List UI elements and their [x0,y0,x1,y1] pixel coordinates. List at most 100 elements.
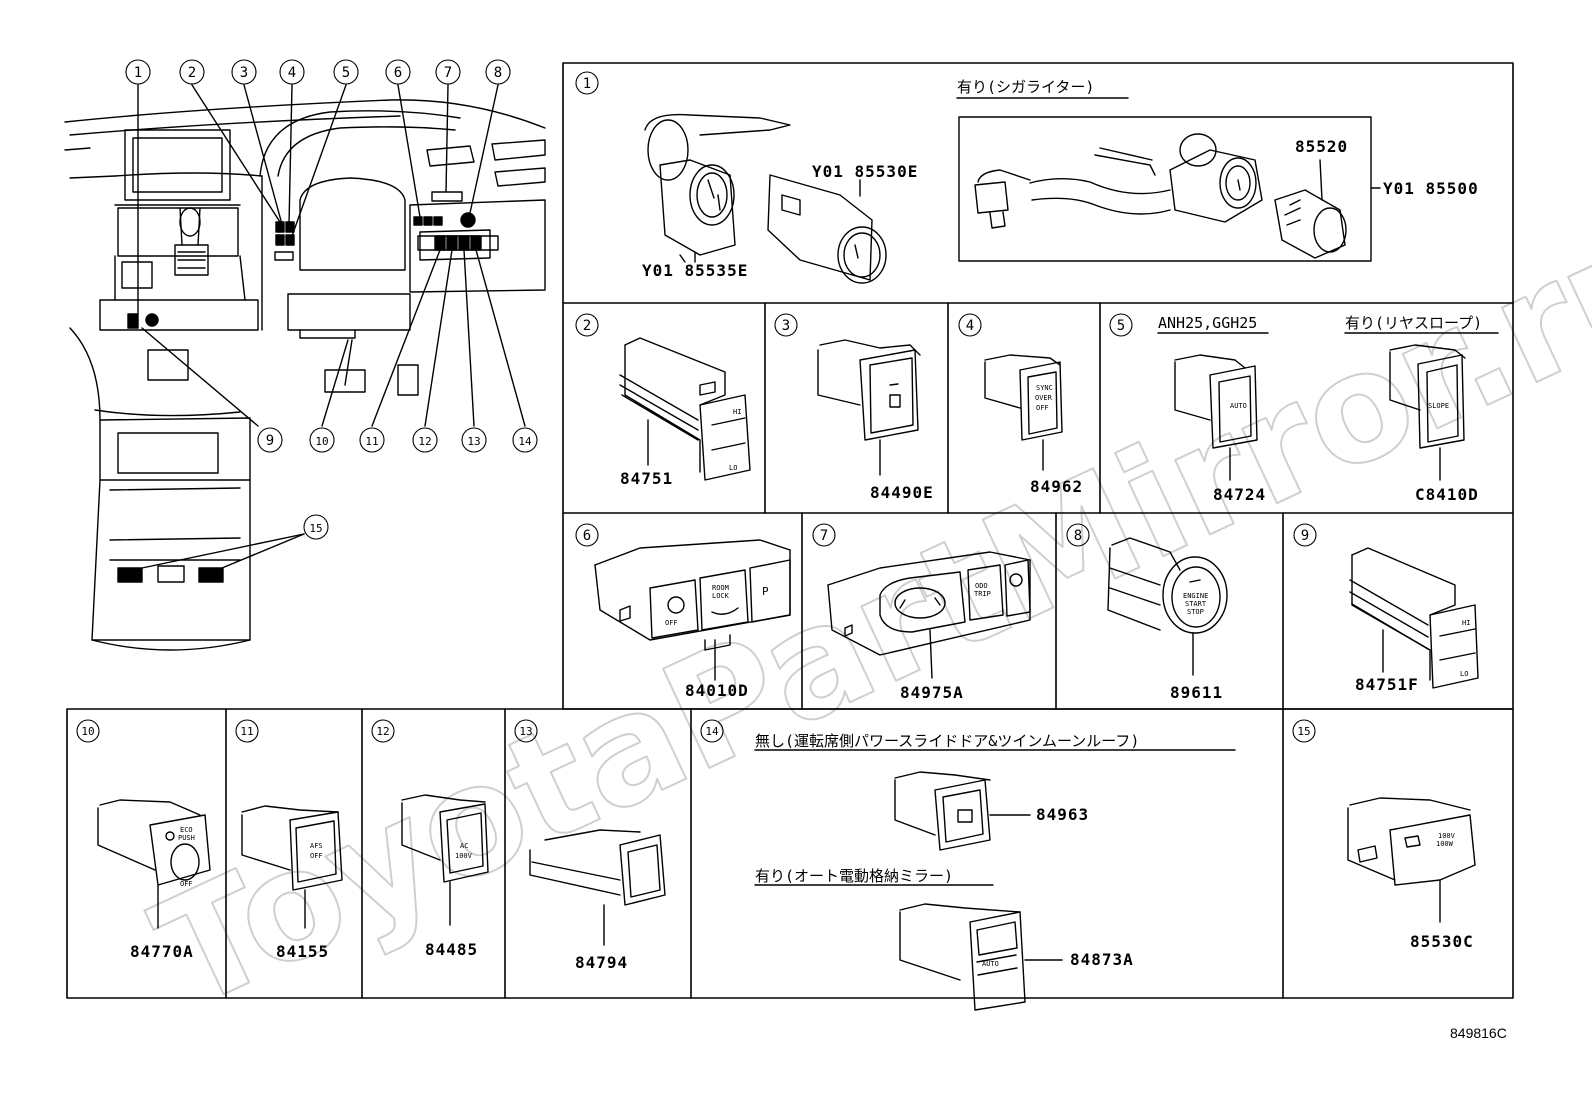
overview-callout-1: 1 [134,65,142,81]
part-84873a: 84873A [1070,950,1134,969]
panel-10-number: 10 [81,725,94,738]
panel-2-drawing [619,337,751,481]
panel-5-number: 5 [1117,318,1125,334]
part-84975a: 84975A [900,683,964,702]
panel-4-number: 4 [966,318,974,334]
panel-4-label-over: OVER [1035,394,1053,402]
panel-3-drawing [817,339,921,476]
part-85520: 85520 [1295,137,1348,156]
panel-12-label-ac: AC [460,842,468,850]
panel-10-label-push: PUSH [178,834,195,842]
overview-callout-5: 5 [342,65,350,81]
panel-2-number: 2 [583,318,591,334]
panel-5-label-auto: AUTO [1230,402,1247,410]
part-y01-85500: Y01 85500 [1383,179,1479,198]
panel-10-label-off: OFF [180,880,193,888]
part-85530c: 85530C [1410,932,1474,951]
panel-11-drawing [241,805,343,929]
panel-8-label-engine: ENGINE [1183,592,1208,600]
part-y01-85530e: Y01 85530E [812,162,918,181]
panel-11-number: 11 [240,725,253,738]
panel-9-label-hi: HI [1462,619,1470,627]
panel-13-drawing [529,829,666,946]
part-84794: 84794 [575,953,628,972]
overview-callout-11: 11 [365,435,378,448]
panel-7-drawing [827,551,1031,679]
panel-1-caption: 有り(シガライター) [957,78,1094,96]
panel-1-drawing [644,97,1381,284]
panel-8-number: 8 [1074,528,1082,544]
panel-8-label-stop: STOP [1187,608,1204,616]
panel-11-label-off: OFF [310,852,323,860]
panel-6-label-lock: LOCK [712,592,730,600]
part-y01-85535e: Y01 85535E [642,261,748,280]
overview-callout-7: 7 [444,65,452,81]
panel-grid [66,62,1514,999]
part-84155: 84155 [276,942,329,961]
diagram-code: 849816C [1450,1025,1507,1041]
panel-3-number: 3 [782,318,790,334]
panel-2-label-lo: LO [729,464,737,472]
panel-9-number: 9 [1301,528,1309,544]
overview-callout-10: 10 [315,435,328,448]
panel-6-drawing [594,539,791,681]
panel-5-caption-left: ANH25,GGH25 [1158,314,1257,332]
panel-13-number: 13 [519,725,532,738]
panel-9-drawing [1349,547,1479,689]
panel-14-label-auto: AUTO [982,960,999,968]
panel-4-drawing [984,354,1063,471]
panel-6-number: 6 [583,528,591,544]
part-84770a: 84770A [130,942,194,961]
overview-callout-12: 12 [418,435,431,448]
overview-callout-2: 2 [188,65,196,81]
panel-1-number: 1 [583,76,591,92]
panel-9-label-lo: LO [1460,670,1468,678]
panel-8-drawing [1107,537,1228,676]
part-84751: 84751 [620,469,673,488]
panel-14-number: 14 [705,725,719,738]
part-84724: 84724 [1213,485,1266,504]
overview-callout-3: 3 [240,65,248,81]
part-84490e: 84490E [870,483,934,502]
panel-12-label-100v: 100V [455,852,473,860]
panel-7-label-trip: TRIP [974,590,991,598]
panel-14-caption-bottom: 有り(オート電動格納ミラー) [755,867,953,885]
panel-7-label-odo: ODO [975,582,988,590]
overview-callout-8: 8 [494,65,502,81]
panel-12-number: 12 [376,725,389,738]
part-84010d: 84010D [685,681,749,700]
panel-15-drawing [1347,797,1476,923]
part-84963: 84963 [1036,805,1089,824]
overview-callout-4: 4 [288,65,296,81]
panel-10-drawing [97,799,211,929]
overview-callout-6: 6 [394,65,402,81]
panel-8-label-start: START [1185,600,1207,608]
part-89611: 89611 [1170,683,1223,702]
panel-12-drawing [401,794,489,926]
panel-10-label-eco: ECO [180,826,193,834]
panel-15-label-100v: 100V [1438,832,1456,840]
dashboard-overview [64,59,546,651]
panel-5-caption-right: 有り(リヤスロープ) [1345,314,1482,332]
overview-callouts [125,59,538,540]
overview-callout-15: 15 [309,522,322,535]
panel-4-label-sync: SYNC [1036,384,1053,392]
panel-5-drawing [1157,332,1499,481]
panel-11-label-afs: AFS [310,842,323,850]
overview-callout-13: 13 [467,435,480,448]
panel-15-number: 15 [1297,725,1310,738]
panel-14-drawing [754,749,1236,1011]
panel-6-label-p: P [762,585,769,598]
panel-4-label-off: OFF [1036,404,1049,412]
overview-callout-14: 14 [518,435,532,448]
part-84962: 84962 [1030,477,1083,496]
part-84485: 84485 [425,940,478,959]
part-84751f: 84751F [1355,675,1419,694]
panel-14-caption-top: 無し(運転席側パワースライドドア&ツインムーンルーフ) [755,732,1139,750]
panel-7-number: 7 [820,528,828,544]
panel-5-label-slope: SLOPE [1428,402,1449,410]
panel-6-label-room: ROOM [712,584,729,592]
part-c8410d: C8410D [1415,485,1479,504]
